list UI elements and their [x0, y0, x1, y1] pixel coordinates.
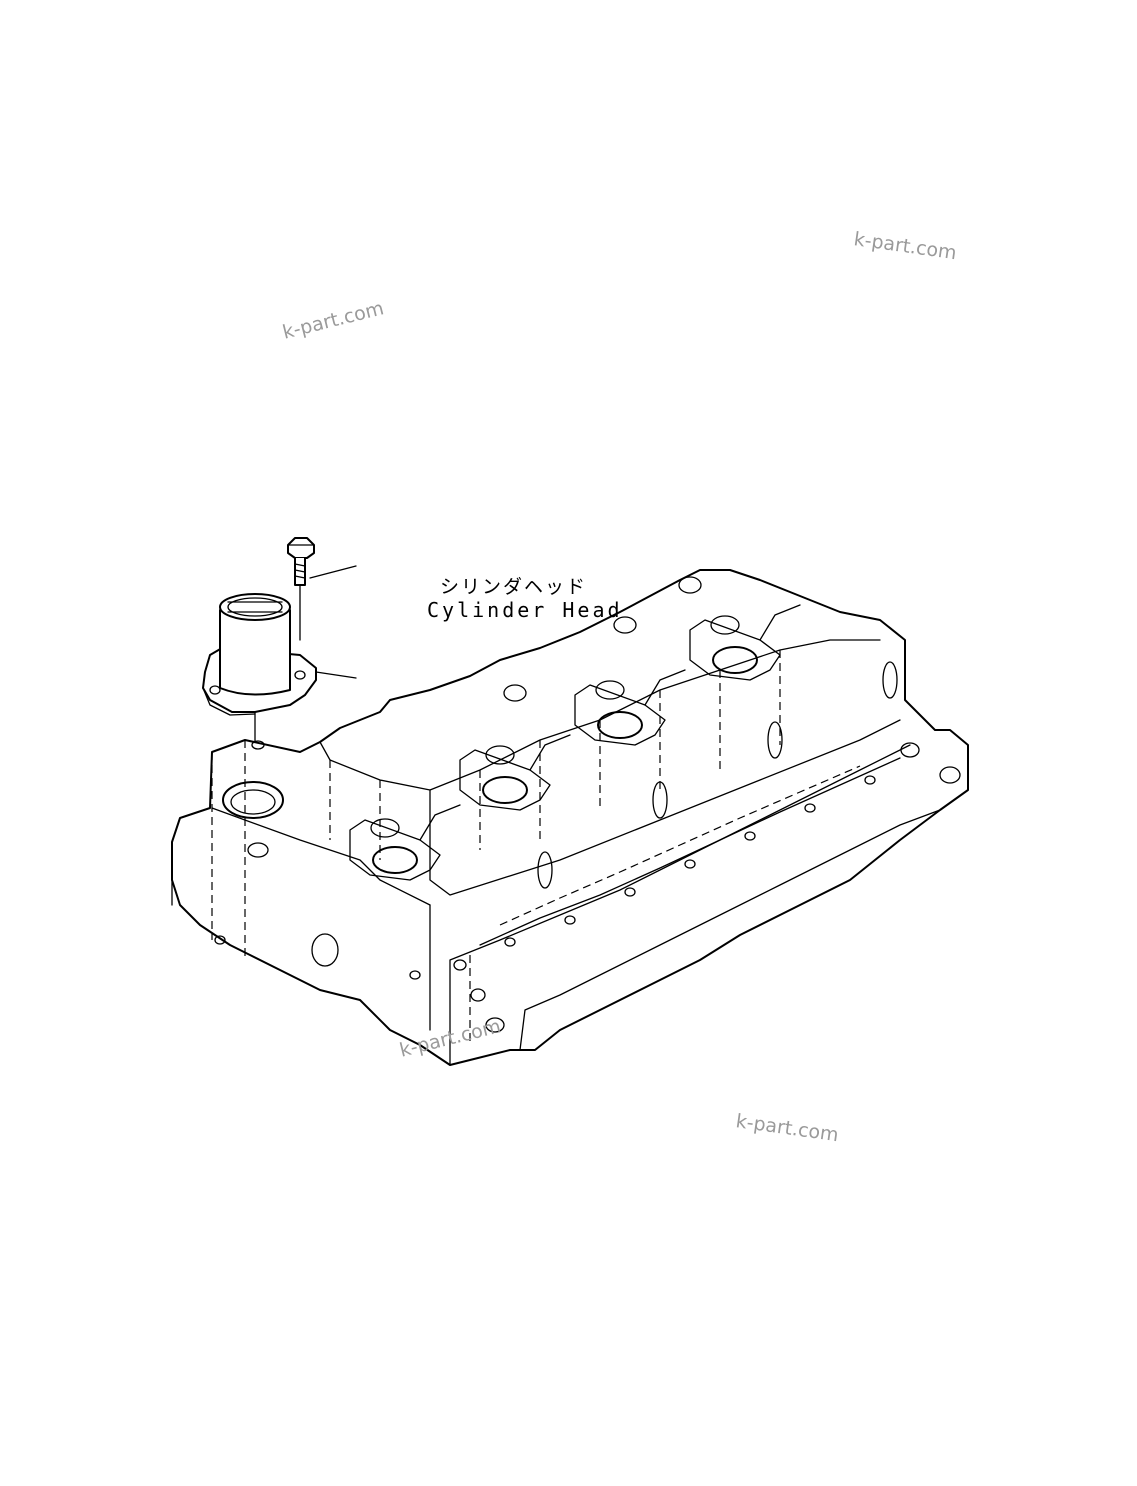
water-outlet-connection-icon[interactable]	[202, 593, 317, 716]
bolt-icon[interactable]	[287, 537, 315, 586]
cylinder-head-body	[171, 569, 969, 1066]
bolt-callout-line	[309, 565, 357, 579]
rocker-bosses	[349, 604, 801, 881]
part-name-jp: シリンダヘッド	[440, 576, 588, 598]
part-name-en: Cylinder Head	[427, 598, 623, 622]
outlet-callout-line	[315, 671, 357, 679]
valve-ports	[214, 576, 961, 1033]
